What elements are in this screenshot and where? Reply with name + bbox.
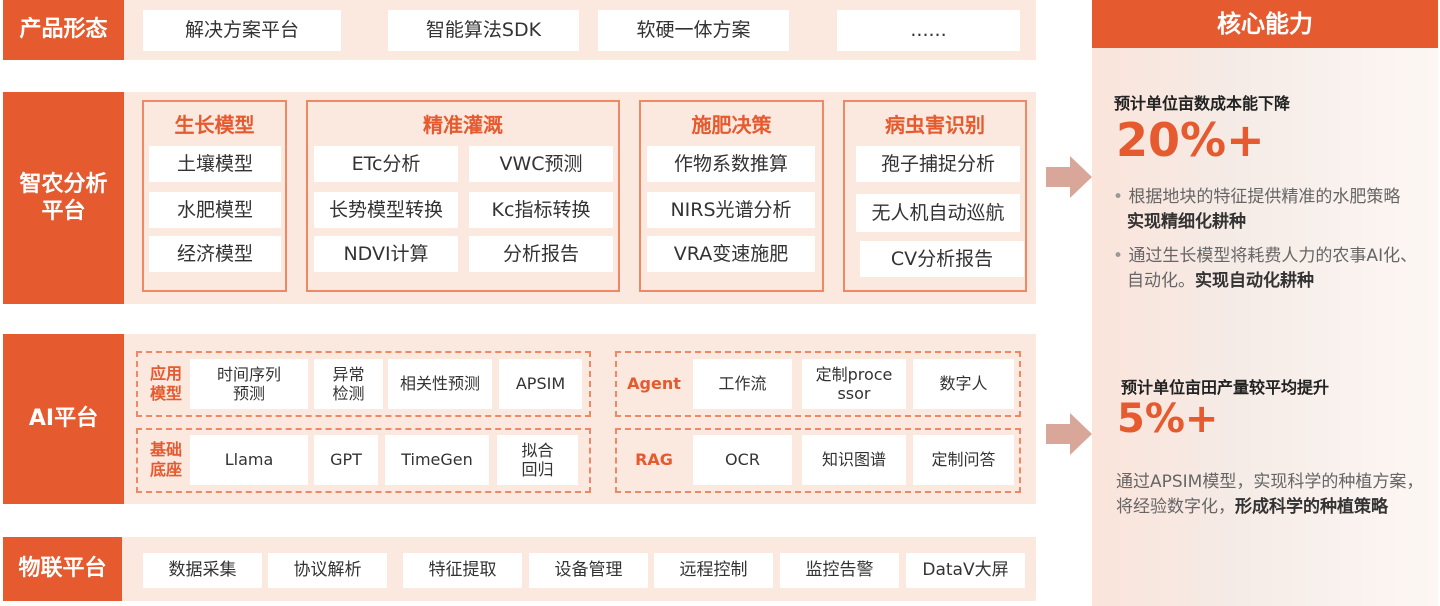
- iot-item-datav: DataV大屏: [906, 553, 1025, 588]
- growth-item-water-fert: 水肥模型: [149, 192, 281, 228]
- ai-app-correlation: 相关性预测: [388, 359, 492, 409]
- ai-base-timegen: TimeGen: [385, 435, 489, 485]
- ai-base-regression-text: 拟合回归: [521, 440, 554, 479]
- irrigation-item-ndvi: NDVI计算: [314, 236, 458, 272]
- ai-rag-custom-qa: 定制问答: [913, 435, 1014, 485]
- irrigation-item-report: 分析报告: [469, 236, 613, 272]
- iot-item-feature: 特征提取: [403, 553, 522, 588]
- core-block1-bullet-1: • 根据地块的特征提供精准的水肥策略 实现精细化耕种: [1113, 185, 1428, 235]
- irrigation-item-kc: Kc指标转换: [469, 192, 613, 228]
- bullet-dot-icon: •: [1113, 246, 1124, 266]
- product-item-sdk: 智能算法SDK: [388, 10, 579, 51]
- ai-rag-label: RAG: [635, 450, 673, 469]
- iot-header: 物联平台: [3, 537, 122, 601]
- fert-item-nirs: NIRS光谱分析: [647, 192, 815, 228]
- iot-item-monitor: 监控告警: [780, 553, 899, 588]
- pest-item-drone: 无人机自动巡航: [856, 194, 1020, 232]
- ai-agent-processor-text: 定制processor: [815, 364, 893, 403]
- core-block2-text: 通过APSIM模型，实现科学的种植方案，将经验数字化，形成科学的种植策略: [1116, 470, 1424, 520]
- iot-item-collect: 数据采集: [143, 553, 262, 588]
- core-block1-bullet-1-text: 根据地块的特征提供精准的水肥策略: [1128, 187, 1401, 207]
- iot-item-device: 设备管理: [529, 553, 648, 588]
- ai-app-timeseries-text: 时间序列预测: [216, 364, 281, 403]
- growth-item-economy: 经济模型: [149, 236, 281, 272]
- ai-app-anomaly: 异常检测: [314, 359, 383, 409]
- ai-rag-knowledge-graph: 知识图谱: [802, 435, 906, 485]
- ai-app-model-group: [136, 351, 591, 417]
- ai-base-gpt: GPT: [314, 435, 378, 485]
- group-fertilization-title: 施肥决策: [691, 112, 772, 137]
- ai-app-model-label: 应用模型: [144, 358, 188, 410]
- ai-rag-group: [615, 428, 1021, 493]
- core-block2-title: 预计单位亩田产量较平均提升: [1121, 378, 1330, 397]
- pest-item-spore: 孢子捕捉分析: [856, 146, 1020, 182]
- irrigation-item-etc: ETc分析: [314, 146, 458, 182]
- growth-item-soil: 土壤模型: [149, 146, 281, 182]
- ai-base-group: [136, 428, 591, 493]
- group-pest-title: 病虫害识别: [885, 112, 985, 137]
- arrow-right-icon: [1046, 413, 1092, 455]
- core-header: 核心能力: [1092, 0, 1438, 48]
- arrow-right-icon: [1046, 156, 1092, 198]
- ai-app-model-label-text: 应用模型: [149, 364, 182, 403]
- ai-agent-workflow: 工作流: [693, 359, 792, 409]
- core-block2-metric: 5%+: [1117, 396, 1219, 442]
- product-item-more: ......: [837, 10, 1020, 51]
- ai-agent-label: Agent: [627, 374, 681, 393]
- core-block1-bullet-1-strong: 实现精细化耕种: [1127, 212, 1246, 232]
- group-irrigation-title: 精准灌溉: [423, 112, 503, 137]
- fert-item-vra: VRA变速施肥: [647, 236, 815, 272]
- iot-item-protocol: 协议解析: [268, 553, 387, 588]
- ai-app-anomaly-text: 异常检测: [332, 364, 365, 403]
- iot-item-remote: 远程控制: [654, 553, 773, 588]
- ai-header: AI平台: [3, 334, 124, 504]
- ai-agent-processor: 定制processor: [802, 359, 906, 409]
- bullet-dot-icon: •: [1113, 187, 1124, 207]
- product-item-solution: 解决方案平台: [143, 10, 341, 51]
- core-block1-title: 预计单位亩数成本能下降: [1114, 94, 1291, 113]
- core-block2-text-body: 通过APSIM模型，实现科学的种植方案，将经验数字化，: [1116, 472, 1424, 517]
- core-block1-bullet-2: • 通过生长模型将耗费人力的农事AI化、自动化。实现自动化耕种: [1113, 244, 1428, 294]
- ai-base-llama: Llama: [190, 435, 308, 485]
- ai-base-label-text: 基础底座: [149, 440, 182, 479]
- ai-base-regression: 拟合回归: [497, 435, 578, 485]
- product-item-hardware: 软硬一体方案: [598, 10, 789, 51]
- analysis-header-text: 智农分析平台: [19, 171, 108, 225]
- core-block1-bullet-2-strong: 实现自动化耕种: [1195, 271, 1314, 291]
- ai-agent-digital-human: 数字人: [913, 359, 1014, 409]
- analysis-header: 智农分析平台: [3, 92, 124, 304]
- ai-base-label: 基础底座: [144, 434, 188, 486]
- ai-agent-group: [615, 351, 1021, 417]
- core-block2-text-strong: 形成科学的种植策略: [1235, 497, 1388, 517]
- ai-app-timeseries: 时间序列预测: [190, 359, 308, 409]
- product-header: 产品形态: [3, 0, 124, 60]
- pest-item-cv-report: CV分析报告: [860, 241, 1024, 277]
- group-growth-title: 生长模型: [174, 112, 255, 137]
- fert-item-crop-coef: 作物系数推算: [647, 146, 815, 182]
- core-block1-bullet-2-text: 通过生长模型将耗费人力的农事AI化、自动化。: [1127, 246, 1418, 291]
- irrigation-item-growth-convert: 长势模型转换: [314, 192, 458, 228]
- irrigation-item-vwc: VWC预测: [469, 146, 613, 182]
- ai-app-apsim: APSIM: [499, 359, 582, 409]
- core-block1-metric: 20%+: [1116, 113, 1265, 167]
- ai-rag-ocr: OCR: [693, 435, 792, 485]
- core-panel: [1092, 0, 1438, 606]
